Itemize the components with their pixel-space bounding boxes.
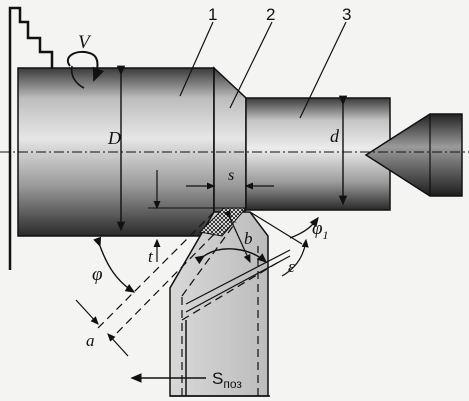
label-s: s — [228, 167, 234, 184]
a-dimension — [75, 299, 129, 357]
label-1: 1 — [208, 5, 217, 24]
phi-angle — [93, 211, 233, 341]
label-D: D — [107, 128, 121, 148]
label-phi: φ — [92, 264, 103, 285]
label-V: V — [78, 32, 92, 53]
tailstock-center — [364, 113, 463, 197]
label-phi1-sub: 1 — [323, 228, 329, 242]
label-phi1-main: φ — [312, 218, 323, 239]
label-a: a — [86, 331, 95, 350]
label-S: Sпоз — [212, 369, 242, 391]
rotation-arrow — [67, 50, 105, 89]
label-2: 2 — [266, 5, 275, 24]
label-d: d — [330, 126, 340, 146]
chuck — [8, 6, 54, 270]
label-S-sub: поз — [223, 377, 242, 391]
label-t: t — [148, 247, 154, 266]
label-S-main: S — [212, 369, 223, 388]
feed-dimension — [186, 170, 274, 200]
leader-lines — [179, 21, 347, 119]
b-dimension — [223, 209, 251, 264]
label-phi1: φ1 — [312, 218, 329, 242]
label-3: 3 — [342, 5, 351, 24]
label-epsilon: ε — [288, 257, 295, 276]
label-b: b — [244, 229, 253, 248]
phi1-angle — [249, 211, 319, 245]
